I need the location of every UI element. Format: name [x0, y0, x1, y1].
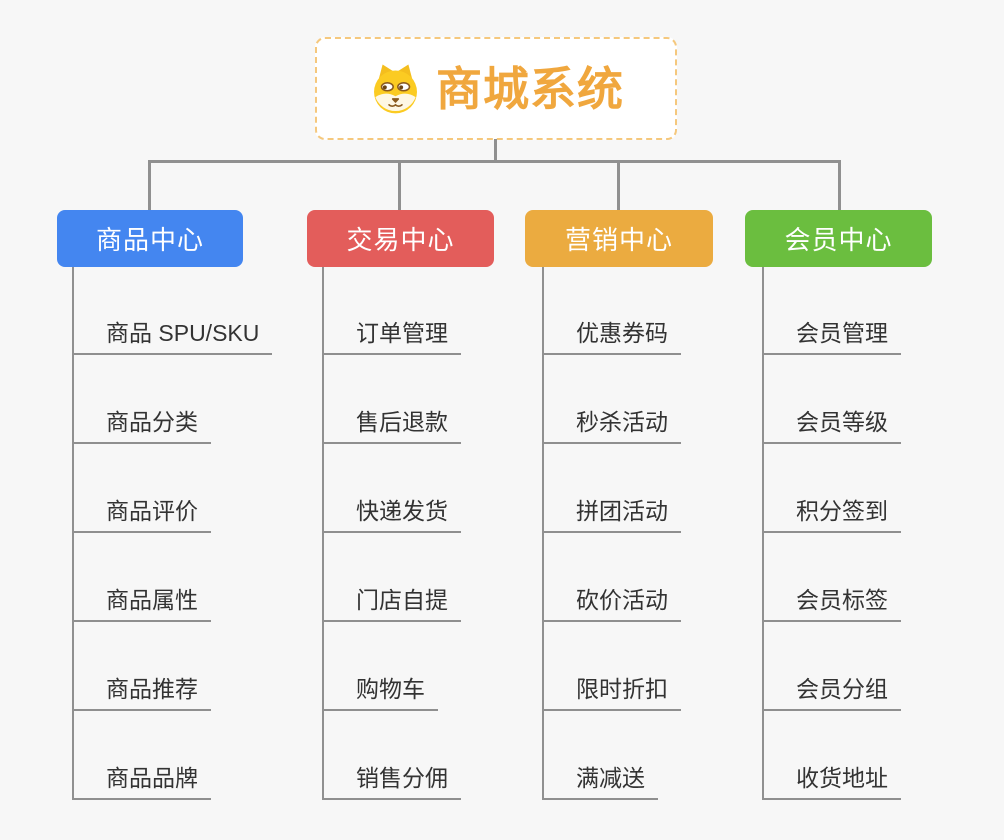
topic-item[interactable]: 优惠券码: [544, 320, 681, 355]
connector-root-stem: [494, 139, 497, 162]
topic-item[interactable]: 积分签到: [764, 498, 901, 533]
topic-item[interactable]: 收货地址: [764, 765, 901, 800]
topic-item[interactable]: 商品分类: [74, 409, 211, 444]
topic-item[interactable]: 售后退款: [324, 409, 461, 444]
branch-label: 营销中心: [564, 225, 673, 255]
shiba-dog-icon: [368, 61, 423, 116]
topic-item[interactable]: 商品推荐: [74, 676, 211, 711]
topic-item[interactable]: 砍价活动: [544, 587, 681, 622]
connector-drop-member: [838, 160, 841, 212]
branch-node-product-center[interactable]: 商品中心: [57, 210, 243, 267]
topic-item[interactable]: 商品属性: [74, 587, 211, 622]
connector-drop-trade: [398, 160, 401, 212]
topic-item[interactable]: 订单管理: [324, 320, 461, 355]
connector-drop-marketing: [617, 160, 620, 212]
topic-item[interactable]: 快递发货: [324, 498, 461, 533]
branch-column-member: 会员管理 会员等级 积分签到 会员标签 会员分组 收货地址: [762, 267, 1004, 800]
branch-column-marketing: 优惠券码 秒杀活动 拼团活动 砍价活动 限时折扣 满减送: [542, 267, 794, 800]
branch-node-trade-center[interactable]: 交易中心: [307, 210, 494, 267]
branch-label: 交易中心: [346, 225, 455, 255]
connector-drop-product: [148, 160, 151, 212]
topic-item[interactable]: 拼团活动: [544, 498, 681, 533]
topic-item[interactable]: 商品品牌: [74, 765, 211, 800]
topic-item[interactable]: 满减送: [544, 765, 658, 800]
topic-item[interactable]: 销售分佣: [324, 765, 461, 800]
topic-item[interactable]: 会员管理: [764, 320, 901, 355]
topic-item[interactable]: 限时折扣: [544, 676, 681, 711]
root-title: 商城系统: [436, 62, 624, 115]
branch-column-trade: 订单管理 售后退款 快递发货 门店自提 购物车 销售分佣: [322, 267, 574, 800]
topic-item[interactable]: 会员标签: [764, 587, 901, 622]
topic-item[interactable]: 门店自提: [324, 587, 461, 622]
topic-item[interactable]: 会员等级: [764, 409, 901, 444]
branch-label: 商品中心: [95, 225, 204, 255]
branch-node-member-center[interactable]: 会员中心: [745, 210, 932, 267]
branch-column-product: 商品 SPU/SKU 商品分类 商品评价 商品属性 商品推荐 商品品牌: [72, 267, 324, 800]
topic-item[interactable]: 商品评价: [74, 498, 211, 533]
topic-item[interactable]: 会员分组: [764, 676, 901, 711]
topic-item[interactable]: 商品 SPU/SKU: [74, 320, 273, 355]
topic-item[interactable]: 秒杀活动: [544, 409, 681, 444]
branch-node-marketing-center[interactable]: 营销中心: [525, 210, 713, 267]
root-node-mall-system[interactable]: 商城系统: [315, 37, 677, 140]
topic-item[interactable]: 购物车: [324, 676, 438, 711]
connector-horizontal-bar: [148, 160, 841, 163]
branch-label: 会员中心: [784, 225, 893, 255]
